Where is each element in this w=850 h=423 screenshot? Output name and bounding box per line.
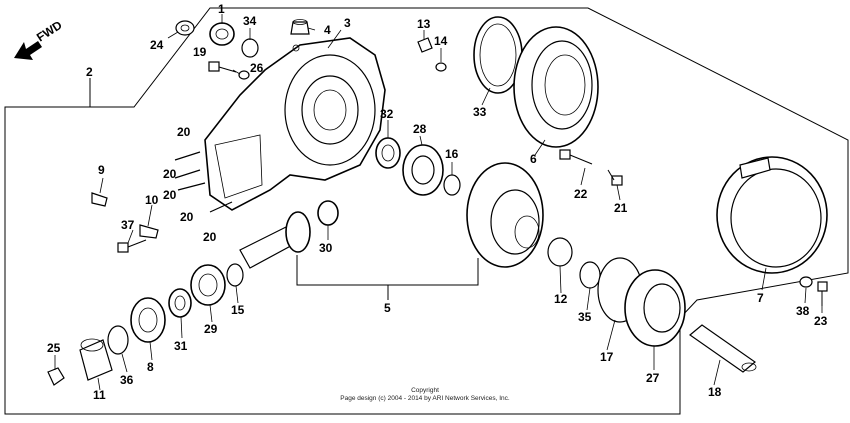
callout-15: 15	[231, 303, 245, 317]
callout-3: 3	[344, 16, 351, 30]
callout-4: 4	[324, 23, 331, 37]
callout-2: 2	[86, 65, 93, 79]
part-25-nut	[47, 367, 65, 386]
part-21-bolt	[607, 169, 623, 186]
part-19-bolt	[208, 61, 237, 73]
callout-20b: 20	[163, 167, 177, 181]
part-31-spacer	[168, 288, 192, 318]
callout-30: 30	[319, 241, 333, 255]
callout-12: 12	[554, 292, 568, 306]
part-6-cover	[513, 26, 599, 148]
callout-20d: 20	[180, 210, 194, 224]
part-28-bearing	[402, 144, 444, 196]
callout-20e: 20	[203, 230, 217, 244]
part-pinion-shaft	[239, 211, 311, 269]
callout-36: 36	[120, 373, 134, 387]
part-5-ring-gear	[466, 162, 544, 268]
callout-7: 7	[757, 291, 764, 305]
callout-14: 14	[434, 34, 448, 48]
copyright-line-1: Copyright	[411, 387, 439, 394]
leader-lines	[54, 14, 823, 391]
part-20-studs	[174, 151, 233, 213]
part-18-pin	[689, 324, 757, 373]
callout-31: 31	[174, 339, 188, 353]
part-15-ring	[226, 263, 244, 287]
part-13-nut	[417, 37, 433, 53]
callout-27: 27	[646, 371, 660, 385]
callout-17: 17	[600, 350, 614, 364]
callout-26: 26	[250, 61, 264, 75]
callout-38: 38	[796, 304, 810, 318]
part-38-washer	[799, 276, 813, 288]
callout-5: 5	[384, 301, 391, 315]
callout-35: 35	[578, 310, 592, 324]
part-8-gear	[130, 297, 166, 343]
callout-18: 18	[708, 385, 722, 399]
callout-32: 32	[380, 107, 394, 121]
part-30-bearing	[317, 200, 339, 226]
copyright-line-2: Page design (c) 2004 - 2014 by ARI Netwo…	[340, 395, 510, 402]
callout-21: 21	[614, 201, 628, 215]
part-4-cap	[290, 19, 310, 35]
part-7-band	[716, 156, 828, 274]
callout-22: 22	[574, 187, 588, 201]
fwd-arrow-icon	[14, 41, 42, 60]
callout-33: 33	[473, 105, 487, 119]
part-3-gear-case	[204, 37, 386, 211]
part-11-sleeve	[79, 338, 113, 381]
callout-11: 11	[93, 388, 106, 402]
part-14-washer	[435, 62, 447, 72]
callout-20c: 20	[163, 188, 177, 202]
callout-13: 13	[417, 17, 431, 31]
callout-8: 8	[147, 360, 154, 374]
part-35-ring	[579, 261, 601, 289]
callout-29: 29	[204, 322, 218, 336]
callout-19: 19	[193, 45, 207, 59]
part-29-bearing	[190, 264, 226, 306]
callout-16: 16	[445, 147, 459, 161]
part-9-bracket	[91, 192, 108, 207]
callout-25: 25	[47, 341, 61, 355]
callout-24: 24	[150, 38, 164, 52]
callout-10: 10	[145, 193, 159, 207]
part-16-ring	[443, 174, 461, 196]
part-36-ring	[107, 325, 129, 355]
callouts: 1 2 3 4 5 6 7 8 9 10 11 12 13 14 15 16 1…	[47, 2, 828, 402]
part-24-bushing	[175, 20, 195, 36]
callout-34: 34	[243, 14, 257, 28]
part-12-bushing	[547, 237, 573, 267]
part-32-seal	[375, 137, 401, 169]
callout-9: 9	[98, 163, 105, 177]
assembly-outline	[4, 7, 849, 415]
callout-6: 6	[530, 152, 537, 166]
callout-28: 28	[413, 122, 427, 136]
part-37-bolt	[117, 239, 147, 253]
fwd-label: FWD	[34, 18, 65, 45]
part-10-bracket	[139, 224, 159, 239]
part-1-seal	[209, 22, 235, 46]
callout-23: 23	[814, 314, 828, 328]
part-26-washer	[238, 70, 250, 80]
callout-20a: 20	[177, 125, 191, 139]
callout-37: 37	[121, 218, 135, 232]
part-23-bolt	[817, 281, 828, 306]
part-34-oring	[241, 38, 259, 58]
callout-1: 1	[218, 2, 225, 16]
part-22-bolt	[559, 149, 593, 165]
part-5-bracket	[296, 255, 479, 300]
part-27-bearing	[624, 269, 686, 347]
